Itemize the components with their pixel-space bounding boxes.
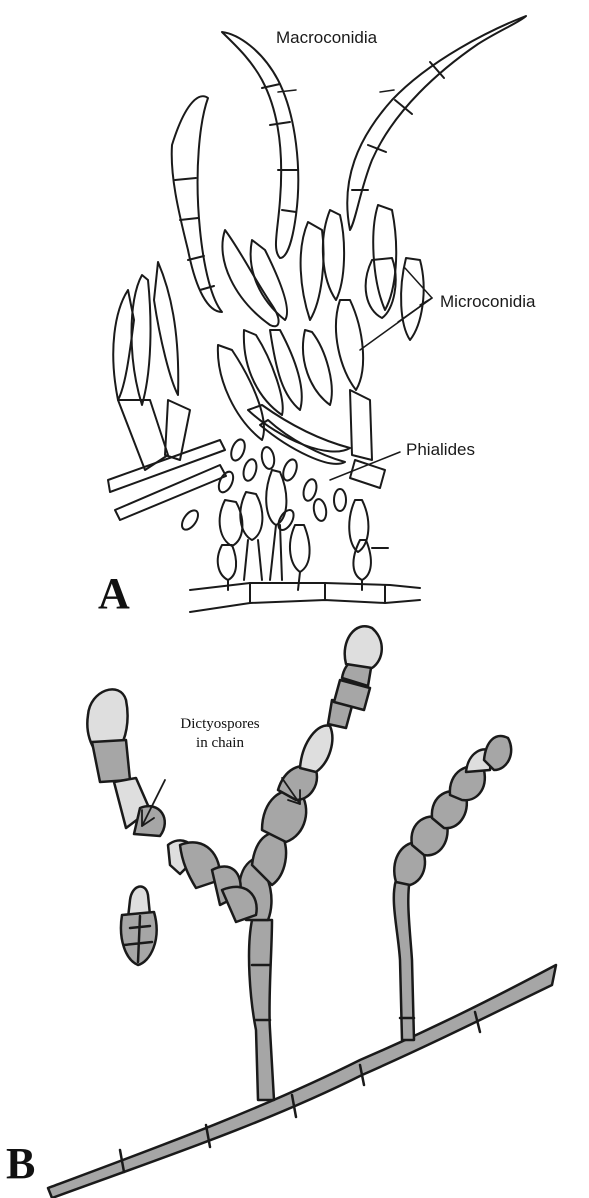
- macroconidia-label: Macroconidia: [276, 28, 377, 48]
- macroconidium-right: [347, 16, 526, 230]
- dictyospores-label: Dictyospores in chain: [150, 715, 290, 753]
- microconidia-label: Microconidia: [440, 292, 535, 312]
- right-conidiophore: [394, 878, 414, 1040]
- basal-phialides: [218, 470, 388, 590]
- basal-hypha-a: [190, 583, 420, 612]
- microconidia-cluster-left: [108, 262, 226, 520]
- dictyospores-label-line2: in chain: [150, 734, 290, 753]
- dictyospore-arrows: [142, 778, 300, 826]
- main-hypha: [48, 965, 556, 1198]
- microconidia-cluster-center: [218, 210, 350, 464]
- dictyospores-label-line1: Dictyospores: [150, 715, 290, 734]
- macroconidium-left: [172, 96, 222, 312]
- panel-a-drawing: [0, 0, 589, 640]
- middle-dictyospore-chain: [252, 626, 382, 885]
- phialides-label: Phialides: [406, 440, 475, 460]
- free-dictyospore: [121, 886, 157, 965]
- panel-a-letter: A: [98, 568, 130, 619]
- left-conidiophore: [239, 860, 274, 1100]
- panel-b-letter: B: [6, 1138, 35, 1189]
- macroconidium-middle: [222, 32, 298, 258]
- right-dictyospore-chain: [394, 736, 511, 885]
